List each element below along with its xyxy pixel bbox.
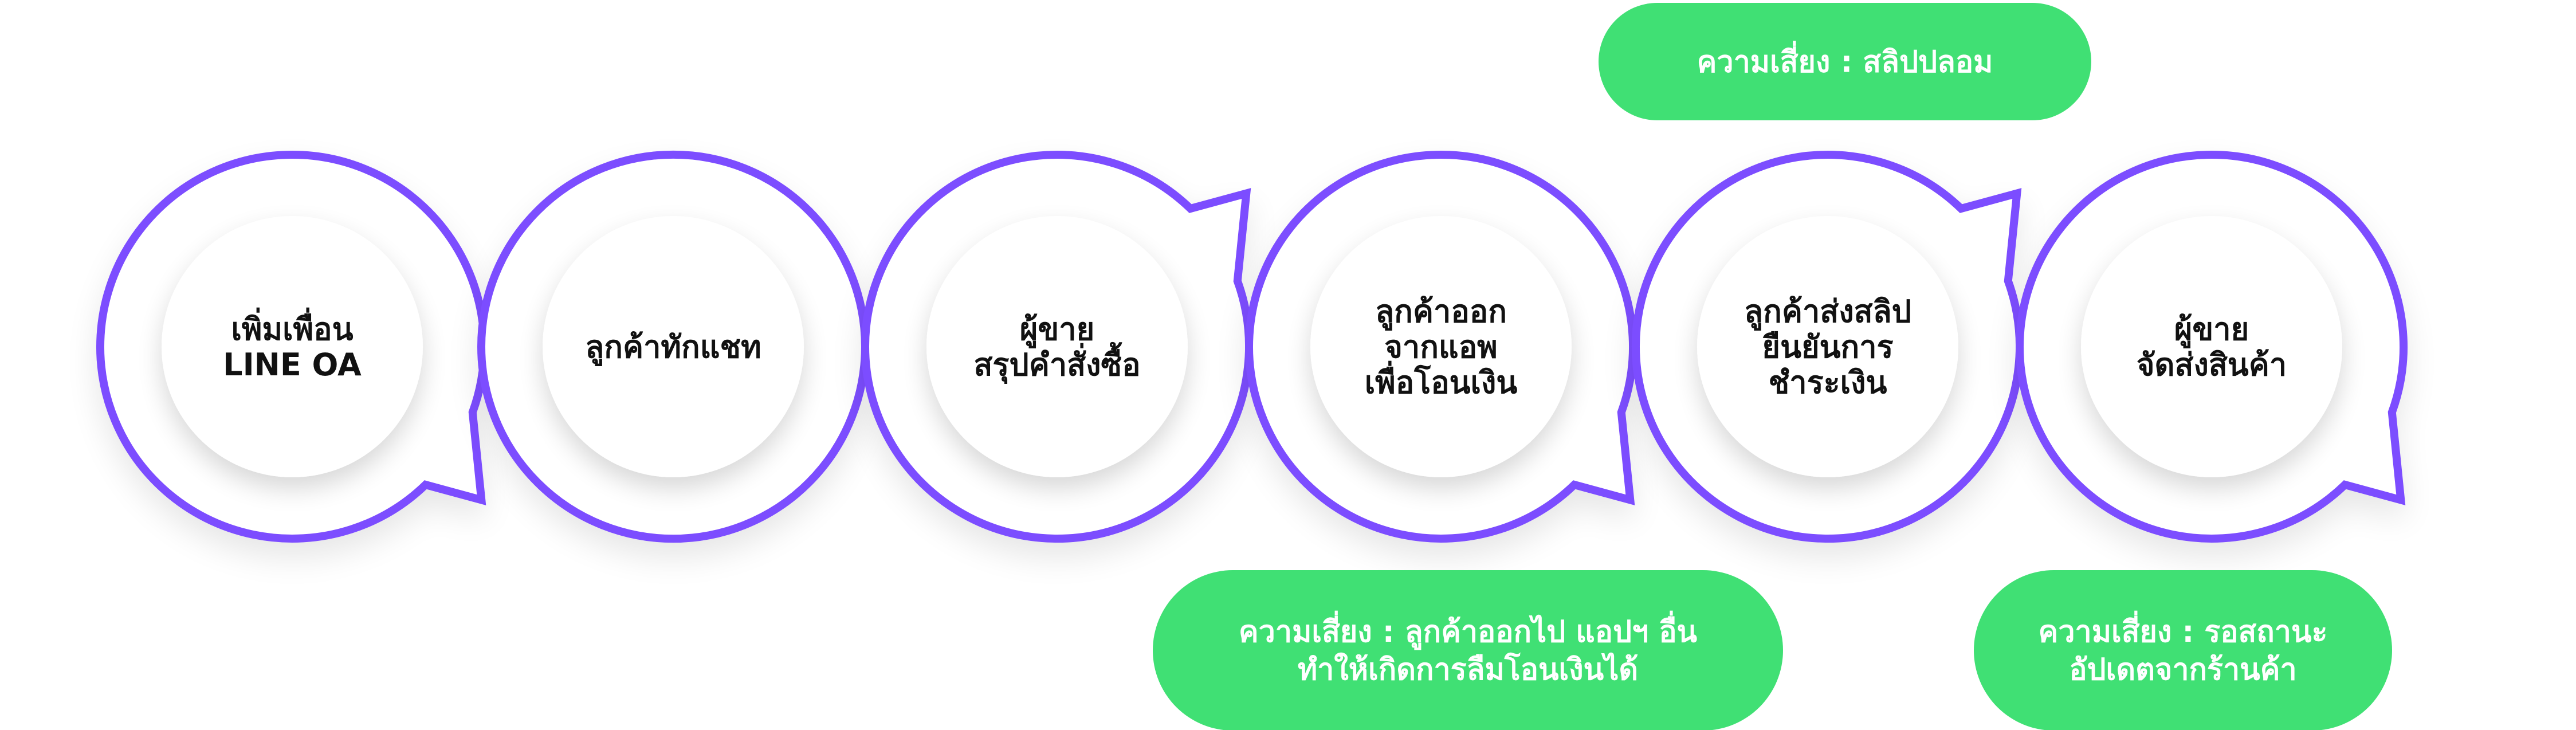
step-label: เพิ่มเพื่อน <box>231 307 353 347</box>
step-label: เพื่อโอนเงิน <box>1365 360 1518 401</box>
inner-disc <box>1697 216 1958 477</box>
inner-disc <box>543 216 804 477</box>
inner-disc <box>1310 216 1572 477</box>
step-label: จัดส่งสินค้า <box>2137 347 2287 383</box>
step-label: ลูกค้าทักแชท <box>585 329 761 366</box>
step-label: สรุปคำสั่งซื้อ <box>973 342 1140 384</box>
risk-pill: ความเสี่ยง : ลูกค้าออกไป แอปฯ อื่นทำให้เ… <box>1153 570 1783 730</box>
risk-pill-background <box>1153 570 1783 730</box>
step-label: ผู้ขาย <box>1020 311 1095 348</box>
risk-label: ความเสี่ยง : สลิปปลอม <box>1697 41 1993 80</box>
risk-pill: ความเสี่ยง : สลิปปลอม <box>1599 3 2091 120</box>
inner-disc <box>2081 216 2342 477</box>
step-label: ลูกค้าออก <box>1375 293 1507 331</box>
step-label: ชำระเงิน <box>1769 364 1887 401</box>
risk-label: อัปเดตจากร้านค้า <box>2069 653 2296 687</box>
inner-disc <box>926 216 1188 477</box>
risk-pill-background <box>1599 3 2091 120</box>
step-label: จากแอพ <box>1384 329 1498 365</box>
step-label: ยืนยันการ <box>1762 329 1893 365</box>
inner-disc <box>162 216 423 477</box>
risk-label: ความเสี่ยง : ลูกค้าออกไป แอปฯ อื่น <box>1239 611 1698 650</box>
risk-label: ทำให้เกิดการลืมโอนเงินได้ <box>1298 651 1638 687</box>
step-label: LINE OA <box>223 347 362 383</box>
step-bubble: ลูกค้าทักแชท <box>477 151 870 543</box>
step-label: ลูกค้าส่งสลิป <box>1744 293 1911 331</box>
step-label: ผู้ขาย <box>2174 311 2249 348</box>
risk-pill-background <box>1974 570 2392 730</box>
risk-label: ความเสี่ยง : รอสถานะ <box>2039 611 2328 649</box>
